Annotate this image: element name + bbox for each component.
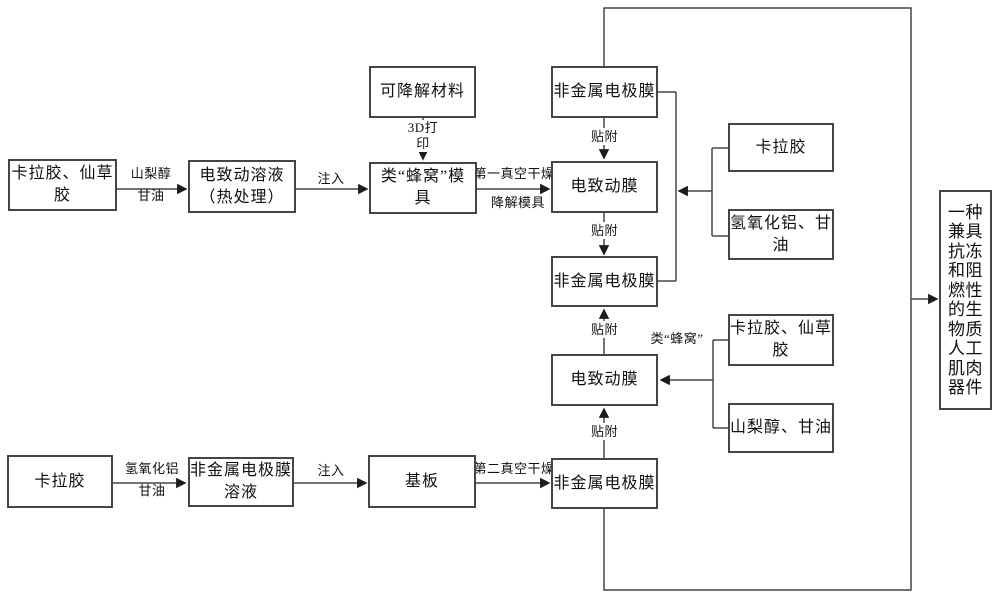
node-electroactive-solution: 电致动溶液 （热处理） (188, 160, 296, 213)
node-degradable-material: 可降解材料 (369, 66, 476, 118)
node-nonmetal-electrode-film-top: 非金属电极膜 (551, 66, 658, 118)
node-substrate: 基板 (368, 455, 476, 508)
edge-label-aloh-glycerol: 氢氧化铝 甘油 (124, 461, 179, 498)
node-aluminum-hydroxide-glycerol: 氢氧化铝、甘 油 (728, 209, 834, 260)
edge-label-attach-4: 贴附 (588, 423, 621, 440)
node-carrageenan-right: 卡拉胶 (728, 123, 834, 172)
edge-label-first-vacuum-dry: 第一真空干燥 (473, 166, 555, 181)
node-sorbitol-glycerol: 山梨醇、甘油 (728, 403, 834, 453)
node-electroactive-film-lower: 电致动膜 (551, 354, 658, 406)
node-carrageenan-grass-jelly: 卡拉胶、仙草 胶 (8, 159, 117, 211)
node-electrode-film-solution: 非金属电极膜 溶液 (188, 457, 294, 507)
node-honeycomb-mold: 类“蜂窝”模 具 (369, 162, 477, 214)
edge-label-attach-1: 贴附 (588, 128, 621, 145)
edge-label-attach-2: 贴附 (588, 222, 621, 239)
node-carrageenan-bottom: 卡拉胶 (7, 455, 113, 508)
node-electroactive-film-upper: 电致动膜 (551, 161, 658, 213)
node-nonmetal-electrode-film-middle: 非金属电极膜 (551, 256, 658, 307)
edge-label-attach-3: 贴附 (588, 321, 621, 338)
edge-label-degrade-mold: 降解模具 (490, 195, 545, 210)
edge-label-sorbitol-glycerol: 山梨醇 甘油 (130, 166, 172, 203)
node-nonmetal-electrode-film-bottom: 非金属电极膜 (551, 458, 658, 509)
node-final-product: 一种 兼具 抗冻 和阻 燃性 的生 物质 人工 肌肉 器件 (939, 190, 992, 410)
edge-label-second-vacuum-dry: 第二真空干燥 (473, 461, 555, 476)
node-carrageenan-grass-jelly-right: 卡拉胶、仙草 胶 (728, 314, 834, 366)
edge-label-inject-top: 注入 (317, 171, 345, 186)
edge-label-honeycomb: 类“蜂窝” (650, 331, 704, 346)
edge-label-3d-print: 3D打 印 (402, 120, 444, 152)
edge-label-inject-bottom: 注入 (317, 463, 345, 478)
